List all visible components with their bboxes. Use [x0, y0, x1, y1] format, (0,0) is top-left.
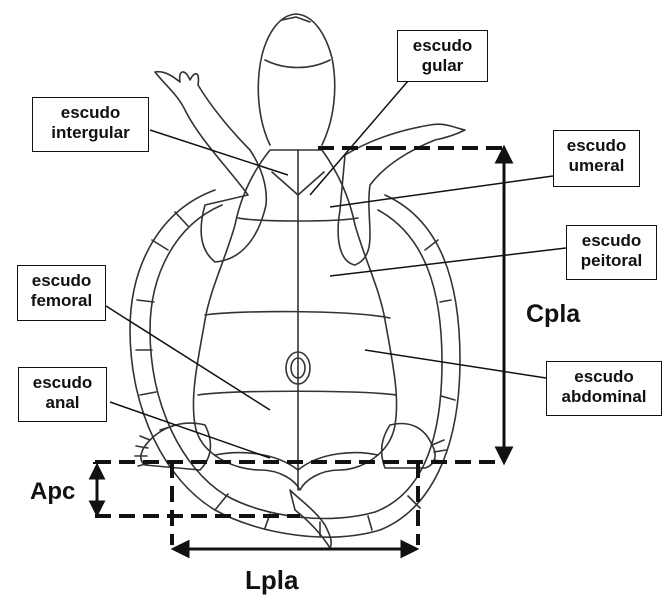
measure-label-apc: Apc — [30, 478, 75, 506]
leader-lines — [106, 81, 566, 458]
label-line: abdominal — [547, 387, 661, 407]
apc-arrow — [91, 466, 103, 514]
label-line: escudo — [33, 103, 148, 123]
right-front-limb — [338, 124, 465, 265]
measure-label-cpla: Cpla — [526, 300, 580, 329]
label-escudo-peitoral: escudo peitoral — [566, 225, 657, 280]
head — [258, 14, 334, 145]
label-escudo-femoral: escudo femoral — [17, 265, 106, 321]
label-line: escudo — [547, 367, 661, 387]
label-line: femoral — [18, 291, 105, 311]
label-escudo-intergular: escudo intergular — [32, 97, 149, 152]
left-front-limb — [155, 72, 266, 262]
label-line: peitoral — [567, 251, 656, 271]
label-escudo-gular: escudo gular — [397, 30, 488, 82]
label-line: escudo — [19, 373, 106, 393]
label-escudo-anal: escudo anal — [18, 367, 107, 422]
label-line: intergular — [33, 123, 148, 143]
label-line: gular — [398, 56, 487, 76]
marginal-scute-lines — [136, 212, 455, 536]
label-line: escudo — [398, 36, 487, 56]
label-escudo-umeral: escudo umeral — [553, 130, 640, 187]
label-line: escudo — [567, 231, 656, 251]
label-line: umeral — [554, 156, 639, 176]
lpla-arrow — [174, 542, 416, 556]
label-escudo-abdominal: escudo abdominal — [546, 361, 662, 416]
cpla-arrow — [497, 148, 511, 462]
label-line: escudo — [18, 271, 105, 291]
measure-label-lpla: Lpla — [245, 565, 298, 596]
label-line: anal — [19, 393, 106, 413]
label-line: escudo — [554, 136, 639, 156]
